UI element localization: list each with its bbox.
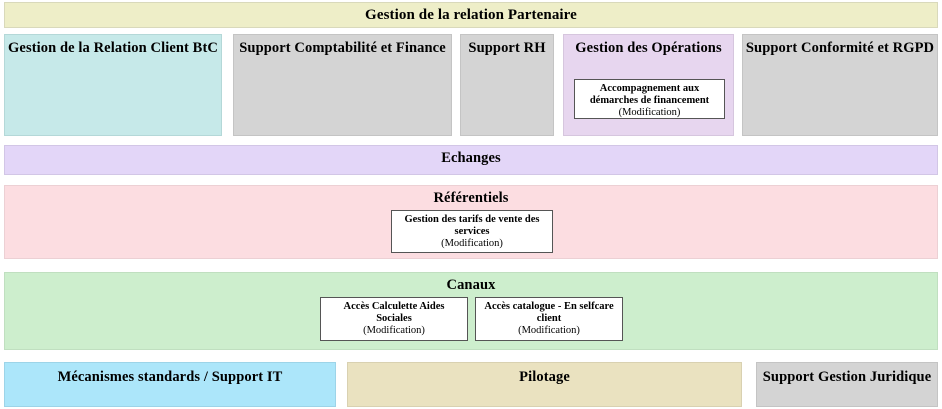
- capability-card-label: Mécanismes standards / Support IT: [57, 369, 283, 385]
- capability-card-mecanismes-standards-support-it[interactable]: Mécanismes standards / Support IT: [4, 362, 336, 407]
- capability-card-label: Support RH: [468, 40, 546, 56]
- sub-capability-title: Accès catalogue - En selfcare client: [484, 301, 614, 324]
- capability-band-label: Canaux: [446, 277, 496, 293]
- sub-capability-state: (Modification): [363, 324, 425, 336]
- capability-card-support-rh[interactable]: Support RH: [460, 34, 554, 136]
- capability-card-label: Support Gestion Juridique: [762, 369, 932, 385]
- sub-capability-box[interactable]: Accompagnement aux démarches de financem…: [574, 79, 725, 119]
- sub-capability-box[interactable]: Accès catalogue - En selfcare client (Mo…: [475, 297, 623, 341]
- capability-card-label: Support Conformité et RGPD: [745, 40, 935, 56]
- capability-band-echanges[interactable]: Echanges: [4, 145, 938, 175]
- sub-capability-title: Accès Calculette Aides Sociales: [343, 301, 445, 324]
- capability-card-support-gestion-juridique[interactable]: Support Gestion Juridique: [756, 362, 938, 407]
- sub-capability-title: Accompagnement aux démarches de financem…: [589, 83, 710, 106]
- capability-band-canaux[interactable]: Canaux Accès Calculette Aides Sociales (…: [4, 272, 938, 350]
- capability-band-referentiels[interactable]: Référentiels Gestion des tarifs de vente…: [4, 185, 938, 259]
- capability-card-gestion-operations[interactable]: Gestion des Opérations Accompagnement au…: [563, 34, 734, 136]
- capability-card-support-conformite-rgpd[interactable]: Support Conformité et RGPD: [742, 34, 938, 136]
- page-title: Gestion de la relation Partenaire: [365, 7, 577, 23]
- sub-capability-state: (Modification): [441, 237, 503, 249]
- capability-card-label: Gestion des Opérations: [575, 40, 722, 56]
- capability-card-label: Gestion de la Relation Client BtC: [8, 40, 218, 56]
- capability-card-relation-client-btc[interactable]: Gestion de la Relation Client BtC: [4, 34, 222, 136]
- capability-band-label: Echanges: [441, 150, 501, 166]
- sub-capability-title: Gestion des tarifs de vente des services: [404, 214, 540, 237]
- sub-capability-state: (Modification): [518, 324, 580, 336]
- capability-card-label: Support Comptabilité et Finance: [239, 40, 446, 56]
- capability-card-support-comptabilite-finance[interactable]: Support Comptabilité et Finance: [233, 34, 452, 136]
- header-banner: Gestion de la relation Partenaire: [4, 2, 938, 28]
- capability-card-pilotage[interactable]: Pilotage: [347, 362, 742, 407]
- sub-capability-state: (Modification): [618, 106, 681, 118]
- capability-band-label: Référentiels: [433, 190, 509, 206]
- sub-capability-box[interactable]: Gestion des tarifs de vente des services…: [391, 210, 553, 253]
- capability-card-label: Pilotage: [519, 369, 570, 385]
- sub-capability-box[interactable]: Accès Calculette Aides Sociales (Modific…: [320, 297, 468, 341]
